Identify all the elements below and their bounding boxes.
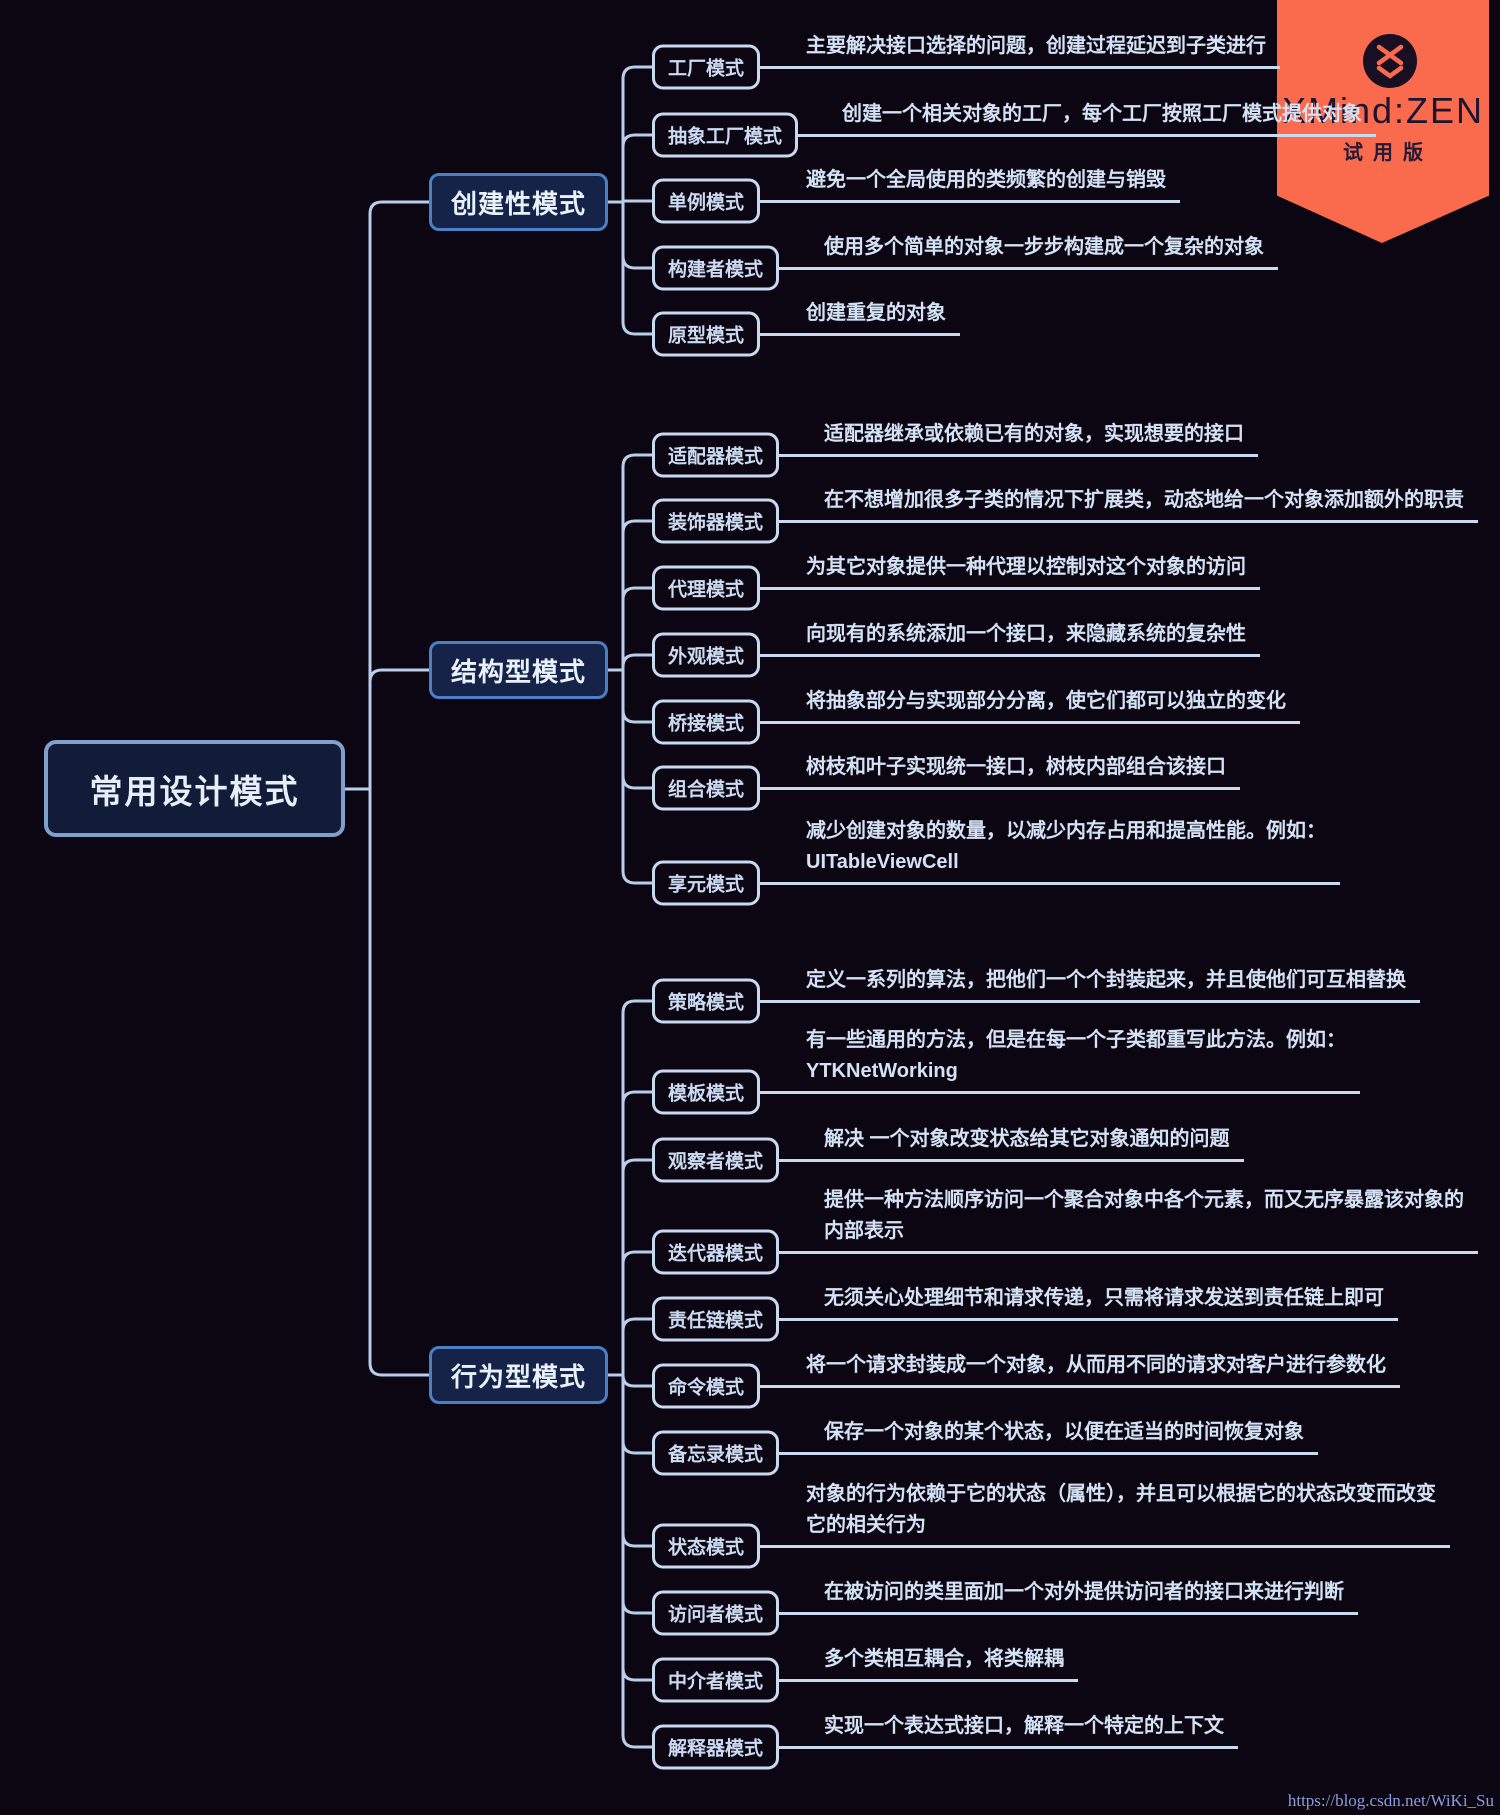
trial-badge: 试用版 [1343,142,1433,164]
topic-note[interactable]: 减少创建对象的数量，以减少内存占用和提高性能。例如： UITableViewCe… [734,816,1340,885]
topic-note[interactable]: 无须关心处理细节和请求传递，只需将请求发送到责任链上即可 [752,1283,1398,1321]
child-topic[interactable]: 模板模式 [652,1069,761,1115]
child-topic[interactable]: 原型模式 [652,311,761,357]
child-topic[interactable]: 抽象工厂模式 [652,112,799,158]
child-topic[interactable]: 构建者模式 [652,245,780,291]
watermark-url: https://blog.csdn.net/WiKi_Su [1287,1791,1494,1810]
child-topic[interactable]: 观察者模式 [652,1137,780,1183]
child-topic[interactable]: 外观模式 [652,632,761,678]
child-topic[interactable]: 命令模式 [652,1363,761,1409]
child-topic[interactable]: 备忘录模式 [652,1430,780,1476]
child-topic[interactable]: 访问者模式 [652,1590,780,1636]
brand-title: XMind:ZEN [1281,90,1485,131]
child-topic[interactable]: 工厂模式 [652,44,761,90]
topic-note[interactable]: 在被访问的类里面加一个对外提供访问者的接口来进行判断 [752,1577,1358,1615]
child-topic[interactable]: 中介者模式 [652,1657,780,1703]
topic-note[interactable]: 有一些通用的方法，但是在每一个子类都重写此方法。例如： YTKNetWorkin… [734,1025,1360,1094]
child-topic[interactable]: 组合模式 [652,765,761,811]
topic-note[interactable]: 定义一系列的算法，把他们一个个封装起来，并且使他们可互相替换 [734,965,1420,1003]
root-topic[interactable]: 常用设计模式 [44,740,345,837]
child-topic[interactable]: 解释器模式 [652,1724,780,1770]
child-topic[interactable]: 装饰器模式 [652,498,780,544]
topic-note[interactable]: 保存一个对象的某个状态，以便在适当的时间恢复对象 [752,1417,1318,1455]
branch-topic[interactable]: 创建性模式 [429,173,608,231]
topic-note[interactable]: 解决 一个对象改变状态给其它对象通知的问题 [752,1124,1244,1162]
child-topic[interactable]: 享元模式 [652,860,761,906]
child-topic[interactable]: 代理模式 [652,565,761,611]
topic-note[interactable]: 将抽象部分与实现部分分离，使它们都可以独立的变化 [734,686,1300,724]
trial-banner: XMind:ZEN 试用版 [1277,0,1489,243]
child-topic[interactable]: 单例模式 [652,178,761,224]
child-topic[interactable]: 责任链模式 [652,1296,780,1342]
topic-note[interactable]: 创建一个相关对象的工厂，每个工厂按照工厂模式提供对象 [770,99,1376,137]
topic-note[interactable]: 树枝和叶子实现统一接口，树枝内部组合该接口 [734,752,1240,790]
topic-note[interactable]: 为其它对象提供一种代理以控制对这个对象的访问 [734,552,1260,590]
child-topic[interactable]: 迭代器模式 [652,1229,780,1275]
topic-note[interactable]: 避免一个全局使用的类频繁的创建与销毁 [734,165,1180,203]
topic-note[interactable]: 创建重复的对象 [734,298,960,336]
branch-topic[interactable]: 结构型模式 [429,641,608,699]
branch-topic[interactable]: 行为型模式 [429,1346,608,1404]
child-topic[interactable]: 状态模式 [652,1523,761,1569]
topic-note[interactable]: 主要解决接口选择的问题，创建过程延迟到子类进行 [734,31,1280,69]
topic-note[interactable]: 对象的行为依赖于它的状态（属性），并且可以根据它的状态改变而改变 它的相关行为 [734,1479,1450,1548]
topic-note[interactable]: 多个类相互耦合，将类解耦 [752,1644,1078,1682]
child-topic[interactable]: 桥接模式 [652,699,761,745]
topic-note[interactable]: 将一个请求封装成一个对象，从而用不同的请求对客户进行参数化 [734,1350,1400,1388]
topic-note[interactable]: 实现一个表达式接口，解释一个特定的上下文 [752,1711,1238,1749]
topic-note[interactable]: 适配器继承或依赖已有的对象，实现想要的接口 [752,419,1258,457]
topic-note[interactable]: 在不想增加很多子类的情况下扩展类，动态地给一个对象添加额外的职责 [752,485,1478,523]
topic-note[interactable]: 提供一种方法顺序访问一个聚合对象中各个元素，而又无序暴露该对象的 内部表示 [752,1185,1478,1254]
child-topic[interactable]: 适配器模式 [652,432,780,478]
topic-note[interactable]: 向现有的系统添加一个接口，来隐藏系统的复杂性 [734,619,1260,657]
child-topic[interactable]: 策略模式 [652,978,761,1024]
xmind-logo-icon [1363,34,1417,88]
topic-note[interactable]: 使用多个简单的对象一步步构建成一个复杂的对象 [752,232,1278,270]
